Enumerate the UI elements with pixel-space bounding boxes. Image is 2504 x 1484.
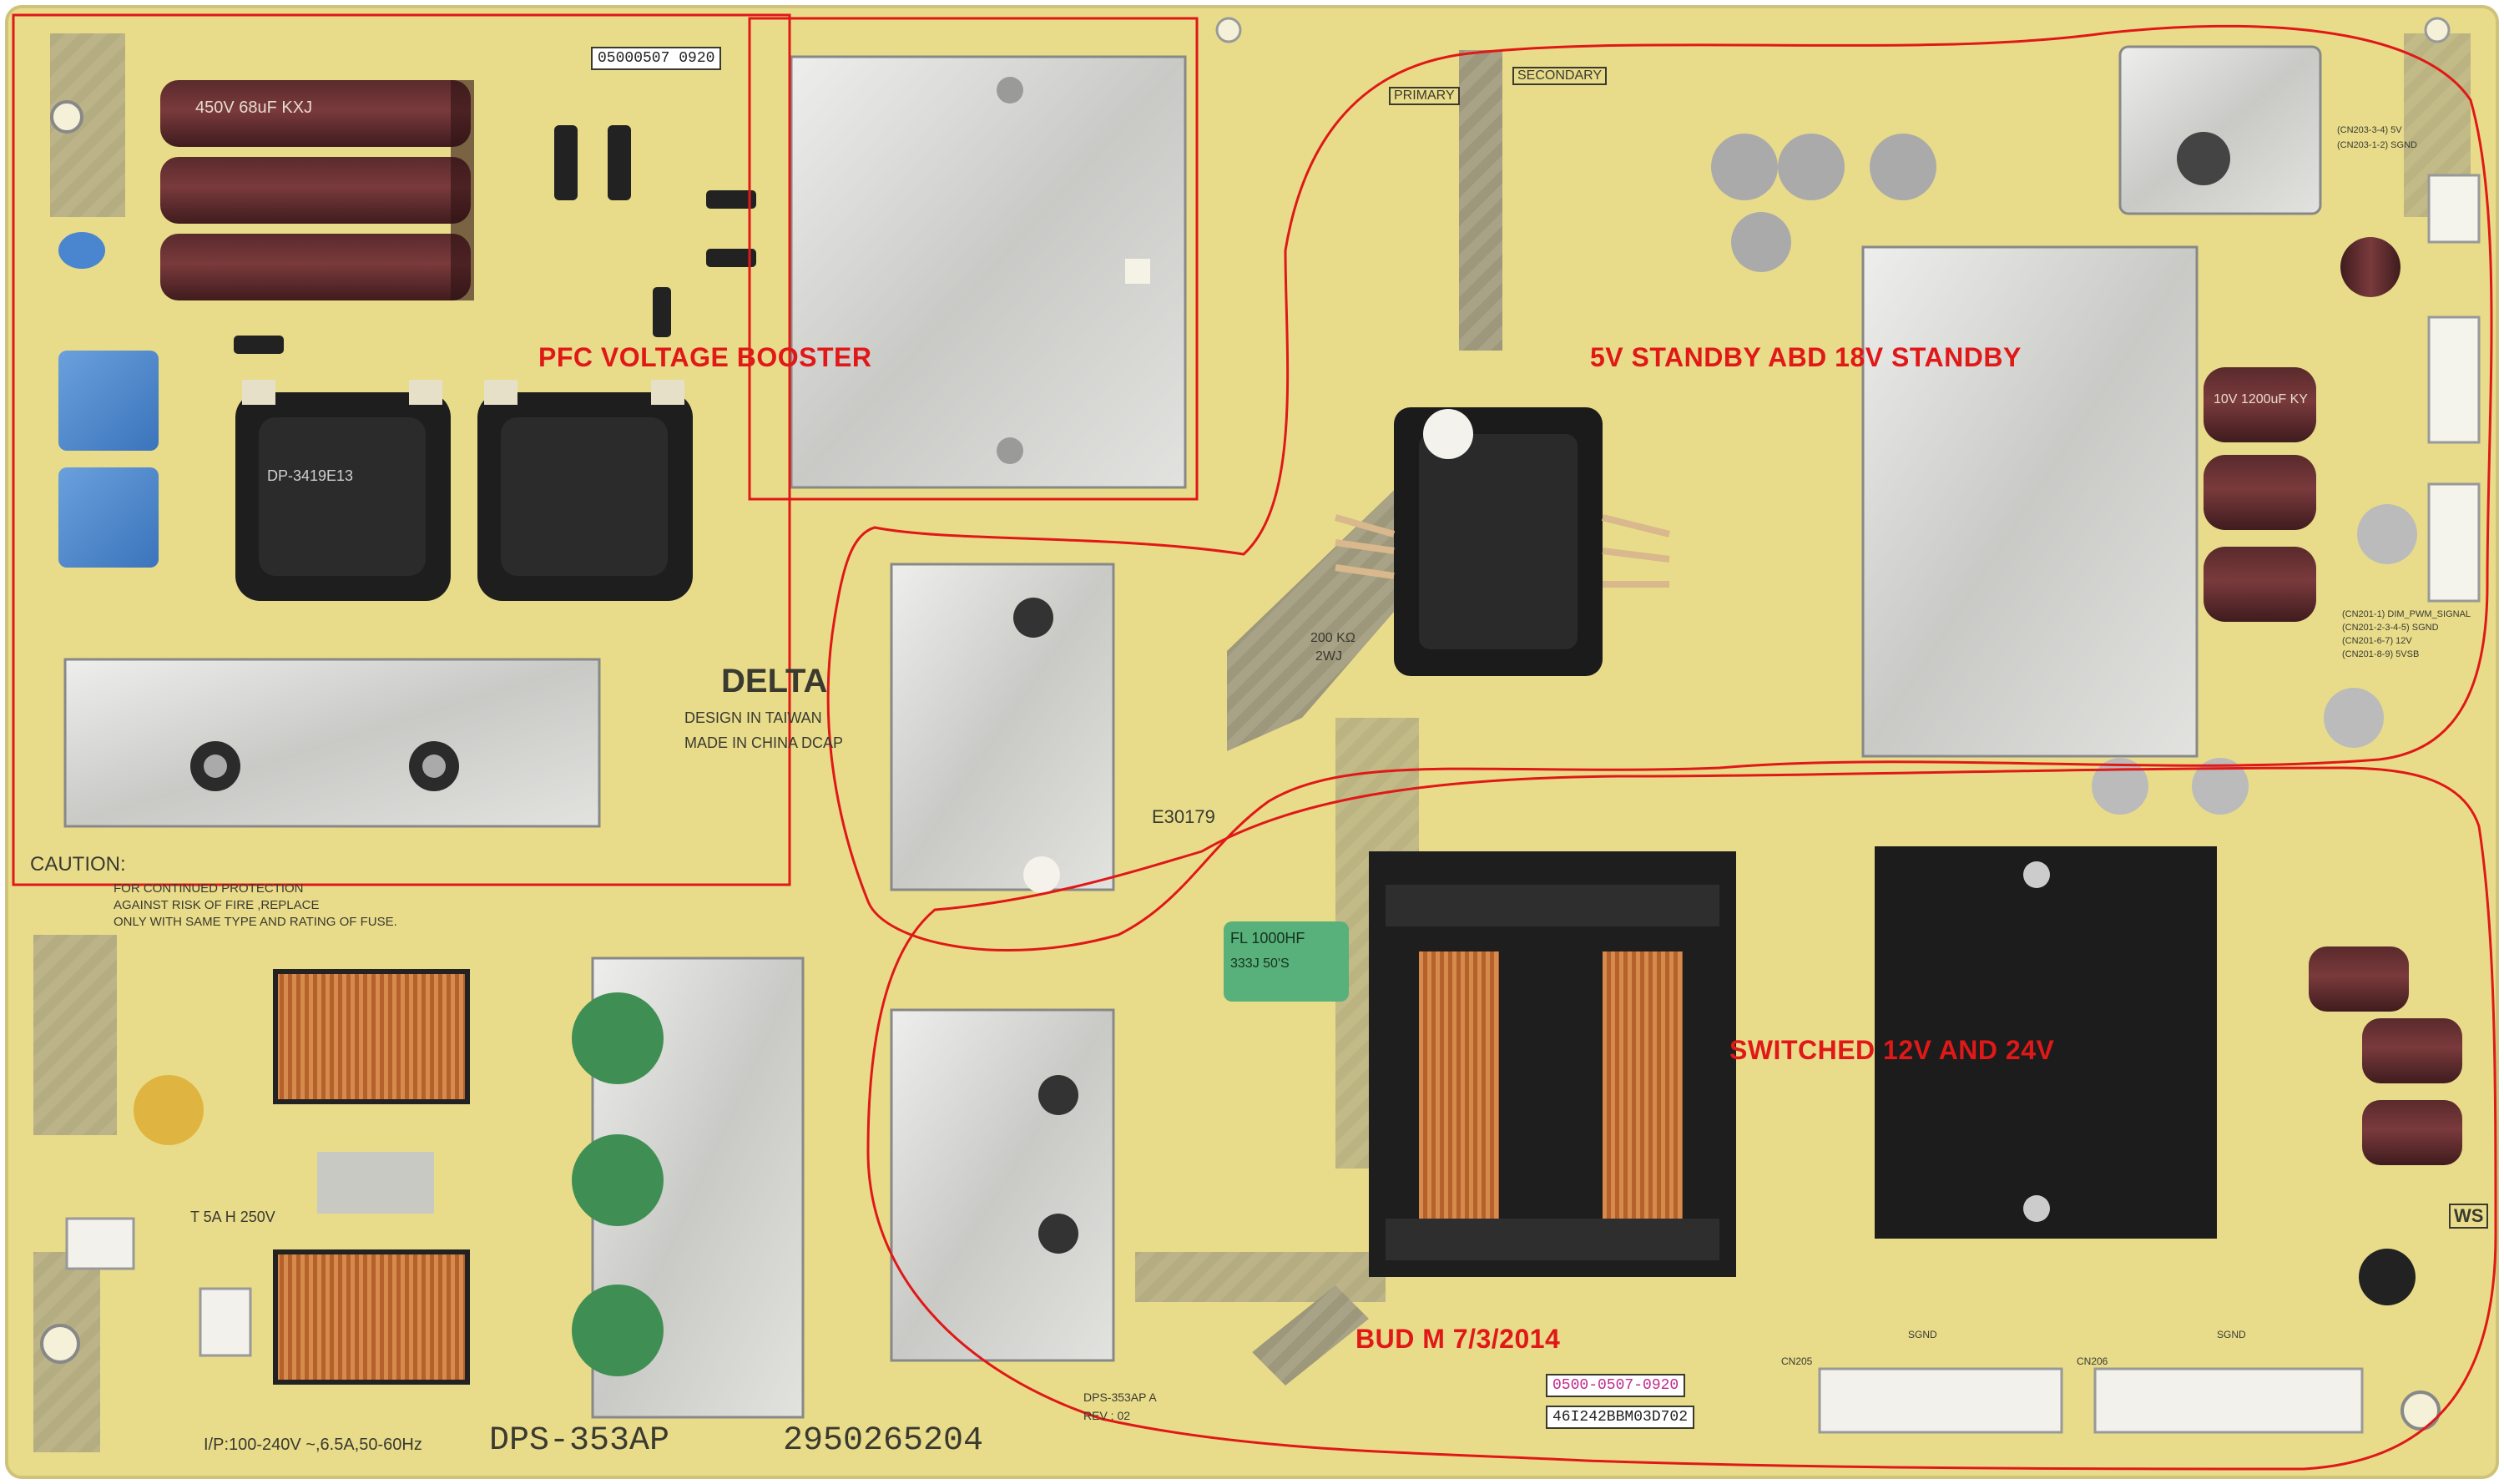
standby-heatsink <box>1861 245 2199 758</box>
annotation-outlines <box>12 13 2497 1471</box>
resistor-marking-2: 200 KΩ <box>1310 631 1355 645</box>
top-right-module <box>2118 45 2322 215</box>
pfc-heatsink-outline <box>748 17 1199 501</box>
rev-model-label: DPS-353AP A <box>1083 1391 1157 1404</box>
mid-heatsink-top <box>890 563 1115 893</box>
top-barcode-sticker: 05000507 0920 <box>591 47 722 70</box>
standby-output-caps <box>1711 134 2417 748</box>
film-cap-marking: FL 1000HF <box>1230 930 1305 946</box>
standby-transformer <box>1334 407 1670 676</box>
cn206-label: CN206 <box>2077 1355 2108 1367</box>
cn201-note-sgnd: (CN201-2-3-4-5) SGND <box>2342 623 2439 633</box>
cn201-note-5vsb: (CN201-8-9) 5VSB <box>2342 649 2420 659</box>
model-silkscreen: DPS-353AP <box>489 1422 670 1460</box>
connectors-right <box>2427 174 2481 603</box>
bridge-heatsink <box>63 658 601 828</box>
film-capacitor <box>1224 921 1349 1002</box>
design-in-taiwan: DESIGN IN TAIWAN <box>684 709 822 726</box>
delta-logo: DELTA <box>721 663 828 699</box>
ws-mark: WS <box>2449 1204 2489 1229</box>
ul-mark: E30179 <box>1152 806 1215 827</box>
blue-x-capacitors <box>58 232 159 568</box>
switched-output-caps <box>2092 758 2462 1305</box>
pfc-heatsink <box>790 55 1187 489</box>
axial-diodes <box>234 125 756 354</box>
annotation-pfc-voltage-booster: PFC VOLTAGE BOOSTER <box>538 342 872 372</box>
sgnd-label-right: SGND <box>2217 1329 2246 1340</box>
resistor-marking-1: 2WJ <box>1315 649 1342 664</box>
annotation-switched-12v-24v: SWITCHED 12V AND 24V <box>1729 1035 2055 1065</box>
bottom-connectors <box>65 1217 2364 1434</box>
secondary-label: SECONDARY <box>1512 67 1608 85</box>
pfc-bulk-capacitors <box>160 80 474 300</box>
switched-heatsink <box>1875 846 2217 1239</box>
emi-chokes <box>134 969 470 1385</box>
rev-label: REV : 02 <box>1083 1409 1131 1422</box>
switched-region-outline <box>866 766 2497 1471</box>
made-in-china: MADE IN CHINA DCAP <box>684 734 844 751</box>
caution-title: CAUTION: <box>30 853 126 876</box>
part-number-silkscreen: 2950265204 <box>783 1422 984 1460</box>
pfc-region-outline <box>12 13 791 886</box>
cn203-note-5v: (CN203-3-4) 5V <box>2337 125 2402 135</box>
primary-label: PRIMARY <box>1389 87 1460 105</box>
film-cap-marking-2: 333J 50'S <box>1230 957 1290 971</box>
standby-region-outline <box>826 24 2493 952</box>
standby-cap-marking: 10V 1200uF KY <box>2214 392 2308 406</box>
inductor-core-marking: DP-3419E13 <box>267 467 354 484</box>
cn205-label: CN205 <box>1781 1355 1813 1367</box>
cn203-note-sgnd: (CN203-1-2) SGND <box>2337 140 2417 150</box>
caution-line-3: ONLY WITH SAME TYPE AND RATING OF FUSE. <box>114 915 397 929</box>
main-transformer <box>1369 851 1736 1277</box>
fuse-rating-silkscreen: T 5A H 250V <box>190 1209 275 1225</box>
cn201-note-12v: (CN201-6-7) 12V <box>2342 636 2412 646</box>
bulk-cap-marking: 450V 68uF KXJ <box>195 98 313 117</box>
input-rating-silkscreen: I/P:100-240V ~,6.5A,50-60Hz <box>204 1436 422 1454</box>
annotation-standby: 5V STANDBY ABD 18V STANDBY <box>1590 342 2022 372</box>
bottom-pink-sticker: 0500-0507-0920 <box>1546 1374 1686 1397</box>
caution-line-1: FOR CONTINUED PROTECTION <box>114 881 304 896</box>
ntc-heatsink <box>572 957 805 1419</box>
caution-line-2: AGAINST RISK OF FIRE ,REPLACE <box>114 898 320 912</box>
cn201-note-dim: (CN201-1) DIM_PWM_SIGNAL <box>2342 609 2471 619</box>
pfc-inductors <box>235 380 693 601</box>
mid-heatsink-bottom <box>890 1008 1115 1362</box>
annotation-signature: BUD M 7/3/2014 <box>1355 1324 1561 1354</box>
sgnd-label-left: SGND <box>1908 1329 1937 1340</box>
mounting-holes <box>40 17 2451 1431</box>
bottom-serial-sticker: 46I242BBM03D702 <box>1546 1406 1695 1429</box>
